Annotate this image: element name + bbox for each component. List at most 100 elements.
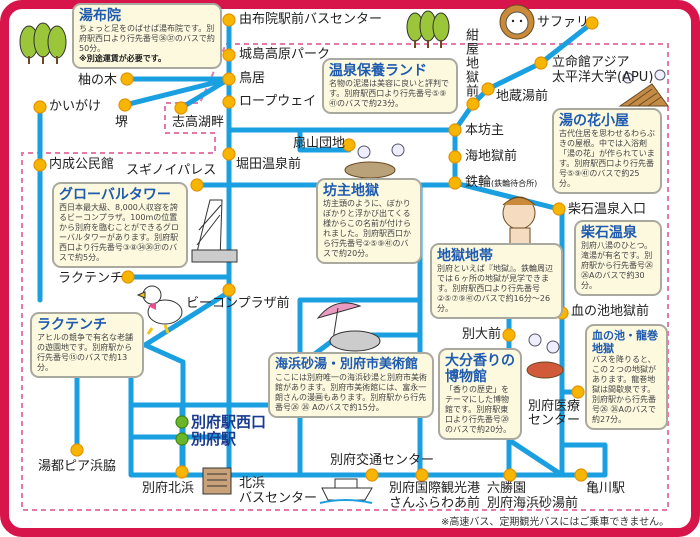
station-label-beppu: 別府駅	[191, 430, 237, 448]
stop-jizoyu	[481, 82, 495, 96]
stop-safari	[585, 16, 599, 30]
bubble-text: 「香りの歴史」をテーマにした博物館です。別府駅東口より行先番号⑳のバスで約20分…	[445, 385, 512, 434]
bubble-title: 海浜砂湯・別府市美術館	[275, 357, 419, 372]
bus-stops	[33, 13, 599, 482]
stop-uchinari	[33, 158, 47, 172]
stop-yutopia	[70, 443, 84, 457]
stop-konya	[466, 97, 480, 111]
stop-label-kijima: 城島高原パーク	[239, 47, 331, 62]
service-area-boundary	[21, 43, 669, 511]
bubble-title: 坊主地獄	[323, 183, 379, 199]
stop-label-betsudai: 別大前	[462, 327, 502, 342]
stop-port	[415, 468, 429, 482]
info-bubble-yunohana: 湯の花小屋 古代住居を思わせるわらぶきの屋根。中では入浴剤「湯の花」が作られてい…	[552, 108, 662, 194]
stop-rakutenchi	[121, 270, 135, 284]
stop-label-jizoyu: 地蔵湯前	[496, 89, 549, 104]
bubble-text: 西日本最大級、8,000人収容を誇るビーコンプラザ。100mの位置から別府を臨む…	[59, 203, 179, 262]
global-tower-icon	[191, 199, 238, 263]
stop-label-safari: サファリ	[537, 15, 590, 30]
stop-label-kannawa: 鉄輪(鉄輪待合所)	[465, 176, 537, 191]
stop-label-kitahama-bc-1: 北浜	[239, 476, 266, 491]
ferry-ship-icon	[319, 478, 373, 504]
stop-label-rokushoen-1: 六勝園	[487, 481, 527, 496]
stop-umijigoku	[448, 150, 462, 164]
bubble-title: 地獄地帯	[437, 248, 493, 264]
stop-label-horita: 堀田温泉前	[236, 157, 302, 172]
bubble-note: ※別途運賃が必要です。	[79, 54, 166, 63]
stop-sakai	[118, 98, 132, 112]
info-bubble-jigoku-chitai: 地獄地帯 別府といえば『地獄』。鉄輪周辺では６ヶ所の地獄が見学できます。別府駅西…	[430, 243, 563, 319]
stop-shidako	[174, 101, 188, 115]
stop-label-apu-1: 立命館アジア	[552, 55, 630, 70]
bubble-title: 柴石温泉	[581, 225, 637, 241]
route-left	[37, 104, 80, 453]
stop-label-bozu: 本坊主	[465, 123, 505, 138]
stop-label-sakai: 堺	[115, 115, 129, 130]
stop-label-torii: 鳥居	[239, 71, 266, 86]
thatched-hut-icon	[618, 69, 669, 107]
trees-icon-left	[19, 22, 67, 64]
bubble-text: ここには別府唯一の海浜砂湯と別府市美術館があります。別府市美術館には、富永一朗さ…	[275, 373, 427, 412]
stop-label-kaigake: かいがけ	[49, 99, 102, 114]
kannawa-sub: (鉄輪待合所)	[491, 179, 538, 188]
info-bubble-rakutenchi: ラクテンチ アヒルの競争で有名な老舗の遊園地です。別府駅から行先番号⑮のバスで約…	[30, 312, 144, 378]
bubble-title: 大分香りの博物館	[445, 353, 515, 385]
stop-yunoki	[120, 72, 134, 86]
stop-shibaseki-iriguchi	[552, 202, 566, 216]
info-bubble-kaihin-sunayu: 海浜砂湯・別府市美術館 ここには別府唯一の海浜砂湯と別府市美術館があります。別府…	[268, 352, 434, 418]
stop-betsudai	[502, 328, 516, 342]
stop-yufuin-bc	[222, 13, 236, 27]
stop-label-rokushoen-2: 別府海浜砂湯前	[487, 496, 579, 511]
bubble-title: ラクテンチ	[37, 317, 107, 333]
route-ogiyama	[297, 127, 352, 153]
stop-rokushoen	[503, 468, 517, 482]
bubble-text: 坊主頭のように、ぼかりぼかりと浮かび出てくる様からこの名前が付けられました。別府…	[323, 199, 411, 258]
stop-label-apu-2: 太平洋大学(APU)	[552, 70, 654, 85]
stop-label-port-2: さんふらわあ前	[389, 496, 481, 511]
stop-kaigake	[33, 100, 47, 114]
bubble-text: アヒルの競争で有名な老舗の遊園地です。別府駅から行先番号⑮のバスで約13分。	[37, 333, 133, 372]
stop-horita	[222, 147, 236, 161]
trees-icon-right	[406, 10, 450, 48]
chinoike-pot-icon	[526, 333, 564, 379]
stop-beppu-west	[175, 415, 189, 429]
stop-apu	[534, 56, 548, 70]
stop-kotsu	[365, 468, 379, 482]
bubble-title: 温泉保養ランド	[329, 63, 427, 79]
stop-suginoi	[190, 178, 204, 192]
stop-label-kitahama: 別府北浜	[142, 481, 195, 496]
stop-label-rakutenchi: ラクテンチ	[58, 271, 124, 286]
stop-label-chinoike: 血の池地獄前	[571, 304, 650, 319]
bubble-text: 古代住居を思わせるわらぶきの屋根。中では入浴剤「湯の花」が作られています。別府駅…	[559, 129, 655, 188]
info-bubble-shibaseki: 柴石温泉 別府八湯のひとつ。滝湯が有名です。別府駅から行先番号㉖ ㉖Aのバスで約…	[574, 220, 662, 296]
stop-beppu	[175, 432, 189, 446]
bozu-jigoku-icon	[344, 143, 405, 179]
station-label-beppu-west: 別府駅西口	[191, 413, 267, 431]
stop-beacon	[222, 283, 236, 297]
sand-bath-umbrella-icon	[316, 302, 381, 352]
info-bubble-yufuin: 湯布院 ちょっと足をのばせば湯布院です。別府駅西口より行先番号㊱㊲のバスで約50…	[72, 3, 222, 69]
stop-label-shibaseki-iriguchi: 柴石温泉入口	[568, 202, 647, 217]
footer-note: ※高速バス、定期観光バスにはご乗車できません。	[441, 517, 670, 528]
info-bubble-hoyoland: 温泉保養ランド 名物の泥湯は美容に良いと評判です。別府駅西口より行先番号⑤⑨㊶の…	[322, 58, 458, 114]
bubble-text: ちょっと足をのばせば湯布院です。別府駅西口より行先番号㊱㊲のバスで約50分。	[79, 24, 215, 53]
bus-center-building-icon	[202, 467, 232, 495]
bubble-title: 湯布院	[79, 8, 121, 24]
bubble-text: 別府といえば『地獄』。鉄輪周辺では６ヶ所の地獄が見学できます。別府駅西口より行先…	[437, 264, 553, 313]
route-yufuin-branches	[122, 76, 232, 111]
stop-label-port-1: 別府国際観光港	[389, 481, 481, 496]
stop-label-uchinari: 内成公民館	[49, 157, 115, 172]
stop-kitahama	[175, 465, 189, 479]
bubble-text: 別府八湯のひとつ。滝湯が有名です。別府駅から行先番号㉖ ㉖Aのバスで約30分。	[581, 241, 653, 290]
info-bubble-bozu-jigoku: 坊主地獄 坊主頭のように、ぼかりぼかりと浮かび出てくる様からこの名前が付けられま…	[316, 178, 422, 264]
bubble-title: 血の池・龍巻地獄	[592, 329, 658, 355]
kannawa-name: 鉄輪	[465, 175, 492, 190]
stop-torii	[222, 72, 236, 86]
route-kannawa-line	[226, 20, 595, 133]
info-bubble-kaori-museum: 大分香りの博物館 「香りの歴史」をテーマにした博物館です。別府駅東口より行先番号…	[438, 348, 522, 440]
stop-kannawa	[448, 176, 462, 190]
stop-label-suginoi: スギノイパレス	[126, 163, 217, 178]
stop-label-beacon: ビーコンプラザ前	[186, 296, 290, 311]
bubble-title: 湯の花小屋	[559, 113, 629, 129]
stop-label-ropeway: ロープウェイ	[239, 94, 317, 109]
